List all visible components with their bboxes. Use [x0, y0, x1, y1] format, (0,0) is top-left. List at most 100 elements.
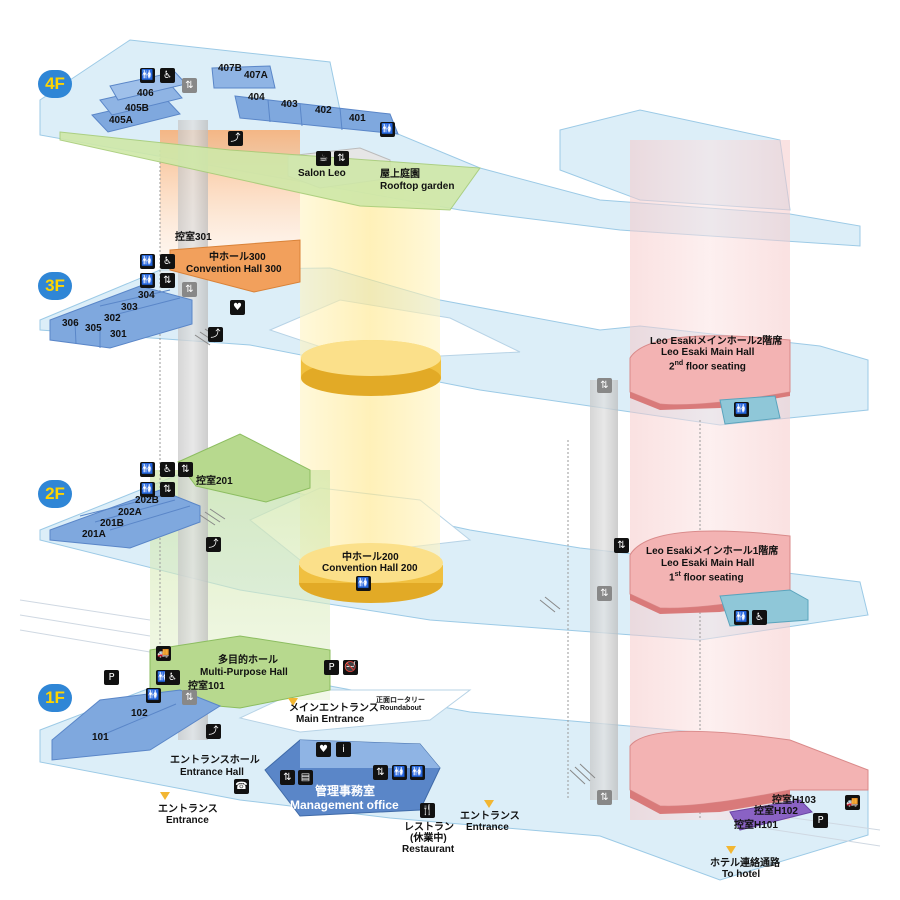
wheelchair-icon: ♿	[160, 254, 175, 269]
wheelchair-icon: ♿	[160, 462, 175, 477]
rooms-2f	[49, 433, 311, 549]
elevator-icon: ⇅	[614, 538, 629, 553]
office-desk-icon: ▤	[298, 770, 313, 785]
roundabout-jp: 正面ロータリー	[376, 697, 425, 704]
room-302[interactable]: 302	[104, 313, 121, 324]
hall-300-en[interactable]: Convention Hall 300	[186, 264, 282, 275]
restroom-icon: 🚻	[140, 273, 155, 288]
hotel-passage-en[interactable]: To hotel	[722, 869, 761, 880]
hall-200-jp: 中ホール200	[342, 552, 399, 563]
wheelchair-icon: ♿	[160, 68, 175, 83]
management-office-jp: 管理事務室	[315, 784, 376, 798]
room-406[interactable]: 406	[137, 88, 154, 99]
room-101[interactable]: 101	[92, 732, 109, 743]
room-305[interactable]: 305	[85, 323, 102, 334]
escalator-icon: ⤴	[208, 327, 223, 342]
room-405b[interactable]: 405B	[125, 103, 149, 114]
restroom-icon: 🚻	[356, 576, 371, 591]
room-303[interactable]: 303	[121, 302, 138, 313]
room-401[interactable]: 401	[349, 113, 366, 124]
truck-icon: 🚚	[156, 646, 171, 661]
escalator-icon: ⤴	[206, 537, 221, 552]
elevator-icon: ⇅	[334, 151, 349, 166]
phone-icon: ☎	[234, 779, 249, 794]
management-office-en[interactable]: Management office	[290, 798, 399, 812]
elevator-icon: ⇅	[182, 690, 197, 705]
roundabout-en: Roundabout	[380, 705, 422, 712]
elevator-icon: ⇅	[597, 790, 612, 805]
info-icon: i	[336, 742, 351, 757]
restroom-icon: 🚻	[146, 688, 161, 703]
entrance-hall-en[interactable]: Entrance Hall	[180, 767, 244, 778]
convention-hall-200-cylinders	[299, 340, 443, 603]
escalator-icon: ⤴	[228, 131, 243, 146]
hall-200-en[interactable]: Convention Hall 200	[322, 563, 418, 574]
entrance-left-en[interactable]: Entrance	[166, 815, 209, 826]
elevator-shaft-left	[178, 120, 208, 740]
main-hall-2f-en[interactable]: Leo Esaki Main Hall	[661, 347, 755, 358]
main-hall-2f-jp: Leo Esakiメインホール2階席	[650, 336, 783, 347]
truck-icon: 🚚	[845, 795, 860, 810]
room-202b[interactable]: 202B	[135, 495, 159, 506]
room-407b[interactable]: 407B	[218, 63, 242, 74]
hotel-passage-jp: ホテル連絡通路	[710, 858, 780, 869]
elevator-icon: ⇅	[182, 78, 197, 93]
room-201a[interactable]: 201A	[82, 529, 106, 540]
main-entrance-en[interactable]: Main Entrance	[296, 714, 365, 725]
escalator-icon: ⤴	[206, 724, 221, 739]
room-403[interactable]: 403	[281, 99, 298, 110]
entrance-hall-jp: エントランスホール	[170, 755, 260, 766]
entrance-right-en[interactable]: Entrance	[466, 822, 509, 833]
smoking-icon: ☕	[316, 151, 331, 166]
room-306[interactable]: 306	[62, 318, 79, 329]
elevator-icon: ⇅	[178, 462, 193, 477]
main-hall-1f-seating	[629, 530, 809, 627]
room-304[interactable]: 304	[138, 290, 155, 301]
elevator-icon: ⇅	[280, 770, 295, 785]
room-402[interactable]: 402	[315, 105, 332, 116]
room-202a[interactable]: 202A	[118, 507, 142, 518]
aed-icon: ♥	[230, 300, 245, 315]
multipurpose-hall-en[interactable]: Multi-Purpose Hall	[200, 667, 288, 678]
wheelchair-icon: ♿	[165, 670, 180, 685]
smoking-icon: 🚭	[343, 660, 358, 675]
restaurant-en[interactable]: Restaurant	[402, 844, 455, 855]
waiting-room-301[interactable]: 控室301	[175, 232, 212, 243]
floor-badge-3f: 3F	[38, 272, 72, 300]
parking-icon: P	[324, 660, 339, 675]
room-201b[interactable]: 201B	[100, 518, 124, 529]
restroom-icon: 🚻	[734, 402, 749, 417]
restroom-icon: 🚻	[410, 765, 425, 780]
elevator-icon: ⇅	[597, 586, 612, 601]
waiting-room-h102[interactable]: 控室H102	[754, 806, 798, 817]
wheelchair-icon: ♿	[752, 610, 767, 625]
waiting-room-h103[interactable]: 控室H103	[772, 795, 816, 806]
room-405a[interactable]: 405A	[109, 115, 133, 126]
main-hall-1f-en[interactable]: Leo Esaki Main Hall	[661, 558, 755, 569]
waiting-room-101[interactable]: 控室101	[188, 681, 225, 692]
restroom-icon: 🚻	[380, 122, 395, 137]
restroom-icon: 🚻	[392, 765, 407, 780]
restroom-icon: 🚻	[734, 610, 749, 625]
entrance-right-jp: エントランス	[460, 811, 520, 822]
waiting-room-h101[interactable]: 控室H101	[734, 820, 778, 831]
salon-leo-label[interactable]: Salon Leo	[298, 168, 346, 179]
room-301[interactable]: 301	[110, 329, 127, 340]
parking-icon: P	[813, 813, 828, 828]
entrance-markers	[160, 698, 736, 854]
waiting-room-201[interactable]: 控室201	[196, 476, 233, 487]
rooftop-garden-en[interactable]: Rooftop garden	[380, 181, 455, 192]
room-102[interactable]: 102	[131, 708, 148, 719]
floor-badge-1f: 1F	[38, 684, 72, 712]
pink-hall-shaft	[630, 140, 790, 820]
room-404[interactable]: 404	[248, 92, 265, 103]
elevator-icon: ⇅	[160, 482, 175, 497]
aed-icon: ♥	[316, 742, 331, 757]
room-407a[interactable]: 407A	[244, 70, 268, 81]
parking-icon: P	[104, 670, 119, 685]
multipurpose-hall-jp: 多目的ホール	[218, 655, 278, 666]
restaurant-jp: レストラン	[404, 822, 454, 833]
entrance-left-jp: エントランス	[158, 804, 218, 815]
elevator-icon: ⇅	[182, 282, 197, 297]
